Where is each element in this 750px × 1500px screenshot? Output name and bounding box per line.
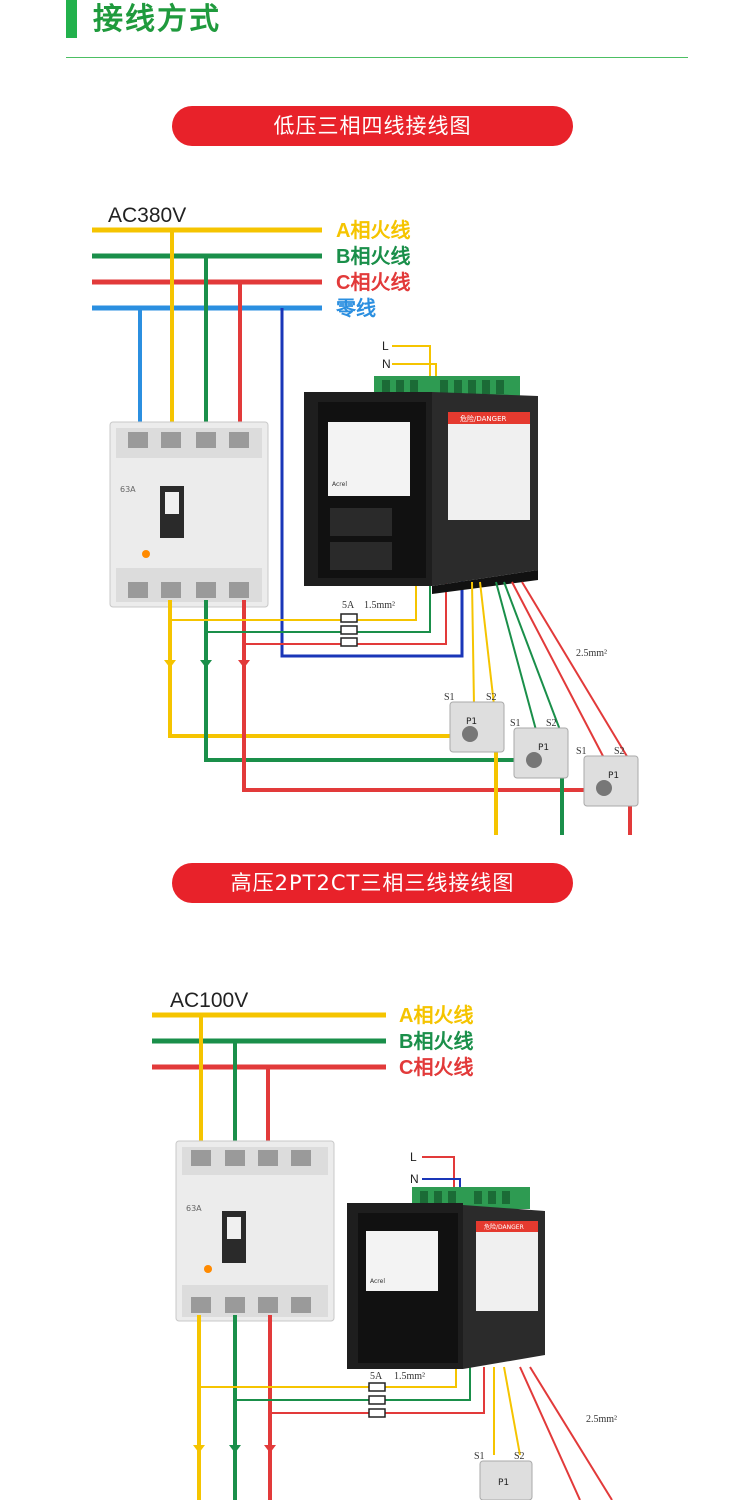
svg-text:P1: P1 xyxy=(608,771,619,781)
meter-warning: 危险/DANGER xyxy=(460,414,506,423)
diagram-title-2: 高压2PT2CT三相三线接线图 xyxy=(172,863,573,903)
wiring-diagram-1: AC380V A相火线 B相火线 C相火线 零线 63A xyxy=(92,204,639,835)
svg-text:S1: S1 xyxy=(576,746,587,757)
meter-brand: Acrel xyxy=(332,481,347,488)
terminal-label-n: N xyxy=(382,357,391,371)
line-label-c: C相火线 xyxy=(399,1055,473,1079)
current-transformer-a: P1 S1 S2 xyxy=(444,692,505,753)
svg-text:P1: P1 xyxy=(466,717,477,727)
wire-size-small: 1.5mm² xyxy=(364,600,395,611)
line-label-b: B相火线 xyxy=(336,244,410,268)
svg-text:S2: S2 xyxy=(614,746,625,757)
power-meter: Acrel 危险/DANGER xyxy=(304,376,538,594)
current-transformer-a: P1 S1 S2 xyxy=(474,1451,533,1500)
circuit-breaker: 63A xyxy=(175,1140,335,1322)
wire-size-small: 1.5mm² xyxy=(394,1371,425,1382)
wire-size-large: 2.5mm² xyxy=(586,1414,617,1425)
circuit-breaker: 63A xyxy=(109,421,269,608)
wiring-diagram-2: AC100V A相火线 B相火线 C相火线 63A 5A 1.5mm² 2.5 xyxy=(152,989,617,1500)
line-label-b: B相火线 xyxy=(399,1029,473,1053)
header-accent-bar xyxy=(66,0,77,38)
svg-text:S2: S2 xyxy=(486,692,497,703)
terminal-label-n: N xyxy=(410,1172,419,1186)
svg-text:63A: 63A xyxy=(186,1204,202,1213)
current-transformer-c: P1 S1 S2 xyxy=(576,746,639,807)
svg-text:危险/DANGER: 危险/DANGER xyxy=(484,1223,524,1231)
svg-text:P1: P1 xyxy=(498,1478,509,1488)
fuse-block xyxy=(340,613,358,647)
fuse-label: 5A xyxy=(370,1371,383,1382)
svg-text:S1: S1 xyxy=(444,692,455,703)
header-title: 接线方式 xyxy=(93,2,221,37)
power-meter: Acrel 危险/DANGER xyxy=(347,1187,545,1369)
svg-text:P1: P1 xyxy=(538,743,549,753)
svg-text:Acrel: Acrel xyxy=(370,1278,385,1285)
wire-size-large: 2.5mm² xyxy=(576,648,607,659)
current-transformer-b: P1 S1 S2 xyxy=(510,718,569,779)
voltage-label: AC100V xyxy=(170,989,248,1012)
svg-text:S1: S1 xyxy=(510,718,521,729)
svg-text:S1: S1 xyxy=(474,1451,485,1462)
line-label-c: C相火线 xyxy=(336,270,410,294)
diagram-title-1: 低压三相四线接线图 xyxy=(172,106,573,146)
line-label-n: 零线 xyxy=(335,296,376,320)
section-header: 接线方式 xyxy=(0,0,750,60)
fuse-label: 5A xyxy=(342,600,355,611)
svg-text:S2: S2 xyxy=(546,718,557,729)
voltage-label: AC380V xyxy=(108,204,186,227)
line-label-a: A相火线 xyxy=(336,218,410,242)
svg-text:S2: S2 xyxy=(514,1451,525,1462)
header-divider xyxy=(66,57,688,58)
breaker-rating: 63A xyxy=(120,485,136,494)
terminal-label-l: L xyxy=(410,1150,417,1164)
terminal-label-l: L xyxy=(382,339,389,353)
line-label-a: A相火线 xyxy=(399,1003,473,1027)
fuse-block xyxy=(368,1382,386,1418)
